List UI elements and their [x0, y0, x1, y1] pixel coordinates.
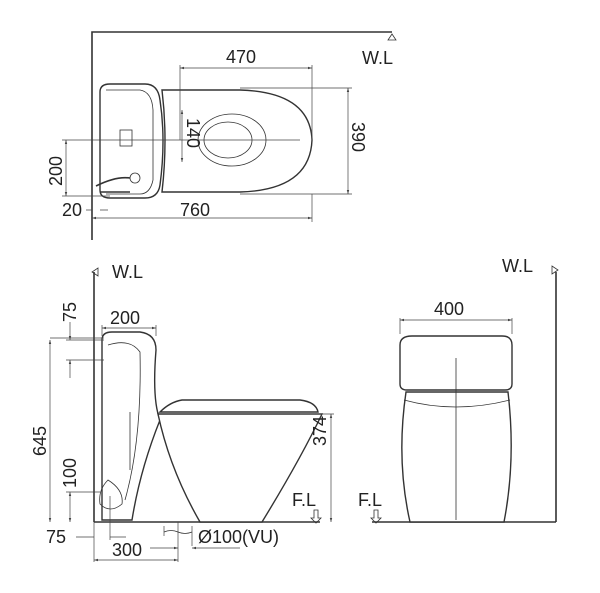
- dim-760: 760: [180, 200, 210, 220]
- floor-label: F.L: [292, 490, 316, 510]
- seat-lid: [158, 399, 319, 413]
- dim-300: 300: [112, 540, 142, 560]
- front-view: W.L 400 F.L: [358, 256, 559, 524]
- dim-75-top: 75: [60, 302, 80, 322]
- wall-line: [91, 31, 392, 240]
- dim-470: 470: [226, 47, 256, 67]
- bowl-side: [157, 413, 324, 523]
- valve: [99, 479, 123, 510]
- wall-label: W.L: [112, 262, 143, 282]
- bowl-top: [161, 89, 313, 193]
- tank-side: [101, 331, 161, 521]
- side-view: W.L 75 200 645 100 374 F.L 75 300: [30, 262, 334, 562]
- floor-arrow-icon: [370, 509, 382, 524]
- flush-button: [119, 129, 133, 147]
- floor-arrow-icon: [310, 509, 322, 524]
- wall-label: W.L: [502, 256, 533, 276]
- tank-top: [99, 83, 164, 199]
- dim-75-bottom: 75: [46, 527, 66, 547]
- dim-374: 374: [310, 416, 330, 446]
- wall-arrow-icon: [551, 265, 559, 275]
- dim-645: 645: [30, 426, 50, 456]
- dim-200: 200: [46, 156, 66, 186]
- wall-arrow-icon: [91, 267, 99, 277]
- dim-390: 390: [348, 122, 368, 152]
- bowl-front: [401, 391, 512, 523]
- dim-20: 20: [62, 200, 82, 220]
- floor-label: F.L: [358, 490, 382, 510]
- dim-140: 140: [183, 118, 203, 148]
- dim-100: 100: [60, 458, 80, 488]
- wall-arrow-icon: [387, 33, 397, 41]
- dim-outlet: Ø100(VU): [198, 527, 279, 547]
- wall-label: W.L: [362, 48, 393, 68]
- supply-pipe: [95, 176, 131, 193]
- dim-200-side: 200: [110, 308, 140, 328]
- top-view: W.L 470 390 140 200 20 760: [46, 31, 397, 240]
- dim-400: 400: [434, 299, 464, 319]
